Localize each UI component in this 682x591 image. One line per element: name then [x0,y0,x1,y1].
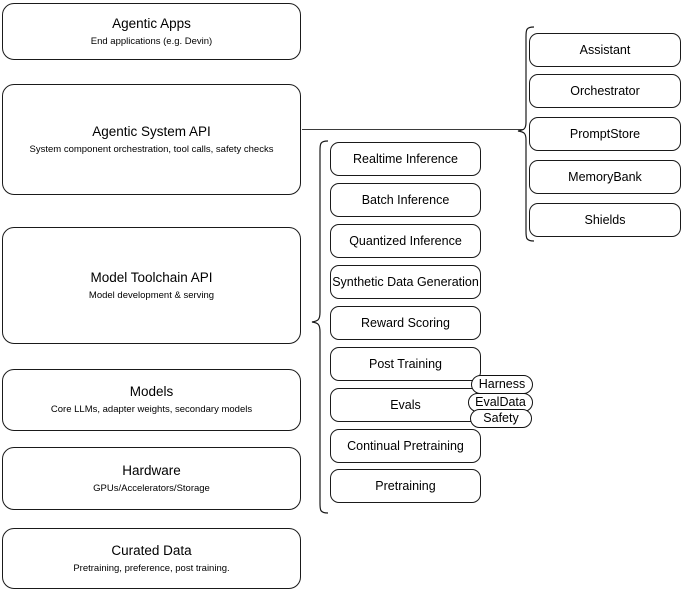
toolchain-brace [311,140,329,514]
layer-card-model-toolchain-api[interactable]: Model Toolchain API Model development & … [2,227,301,344]
toolchain-box-batch-inference[interactable]: Batch Inference [330,183,481,217]
layer-subtitle: End applications (e.g. Devin) [90,35,213,47]
layer-title: Agentic Apps [112,15,191,31]
layer-subtitle: Pretraining, preference, post training. [73,562,230,574]
agentic-components-brace [517,26,535,242]
toolchain-box-quantized-inference[interactable]: Quantized Inference [330,224,481,258]
layer-card-agentic-apps[interactable]: Agentic Apps End applications (e.g. Devi… [2,3,301,60]
toolchain-box-post-training[interactable]: Post Training [330,347,481,381]
agentic-box-memorybank[interactable]: MemoryBank [529,160,681,194]
agentic-box-assistant[interactable]: Assistant [529,33,681,67]
evals-badge-safety[interactable]: Safety [470,409,532,428]
layer-subtitle: System component orchestration, tool cal… [29,143,274,155]
layer-title: Models [129,384,174,399]
evals-badge-harness[interactable]: Harness [471,375,533,394]
toolchain-box-reward-scoring[interactable]: Reward Scoring [330,306,481,340]
agentic-box-promptstore[interactable]: PromptStore [529,117,681,151]
layer-card-agentic-system-api[interactable]: Agentic System API System component orch… [2,84,301,195]
agentic-box-orchestrator[interactable]: Orchestrator [529,74,681,108]
toolchain-box-pretraining[interactable]: Pretraining [330,469,481,503]
toolchain-box-realtime-inference[interactable]: Realtime Inference [330,142,481,176]
toolchain-box-continual-pretraining[interactable]: Continual Pretraining [330,429,481,463]
layer-subtitle: Model development & serving [88,289,215,301]
layer-card-hardware[interactable]: Hardware GPUs/Accelerators/Storage [2,447,301,510]
toolchain-box-synthetic-data-generation[interactable]: Synthetic Data Generation [330,265,481,299]
layer-title: Agentic System API [92,123,211,139]
layer-card-models[interactable]: Models Core LLMs, adapter weights, secon… [2,369,301,431]
layer-title: Model Toolchain API [90,269,213,285]
layer-title: Hardware [122,462,181,478]
layer-subtitle: GPUs/Accelerators/Storage [93,482,210,494]
agentic-box-shields[interactable]: Shields [529,203,681,237]
layer-title: Curated Data [111,542,192,558]
layer-card-curated-data[interactable]: Curated Data Pretraining, preference, po… [2,528,301,589]
toolchain-box-evals[interactable]: Evals [330,388,481,422]
layer-subtitle: Core LLMs, adapter weights, secondary mo… [50,404,253,415]
connector-agentic-system-to-components [302,129,524,130]
